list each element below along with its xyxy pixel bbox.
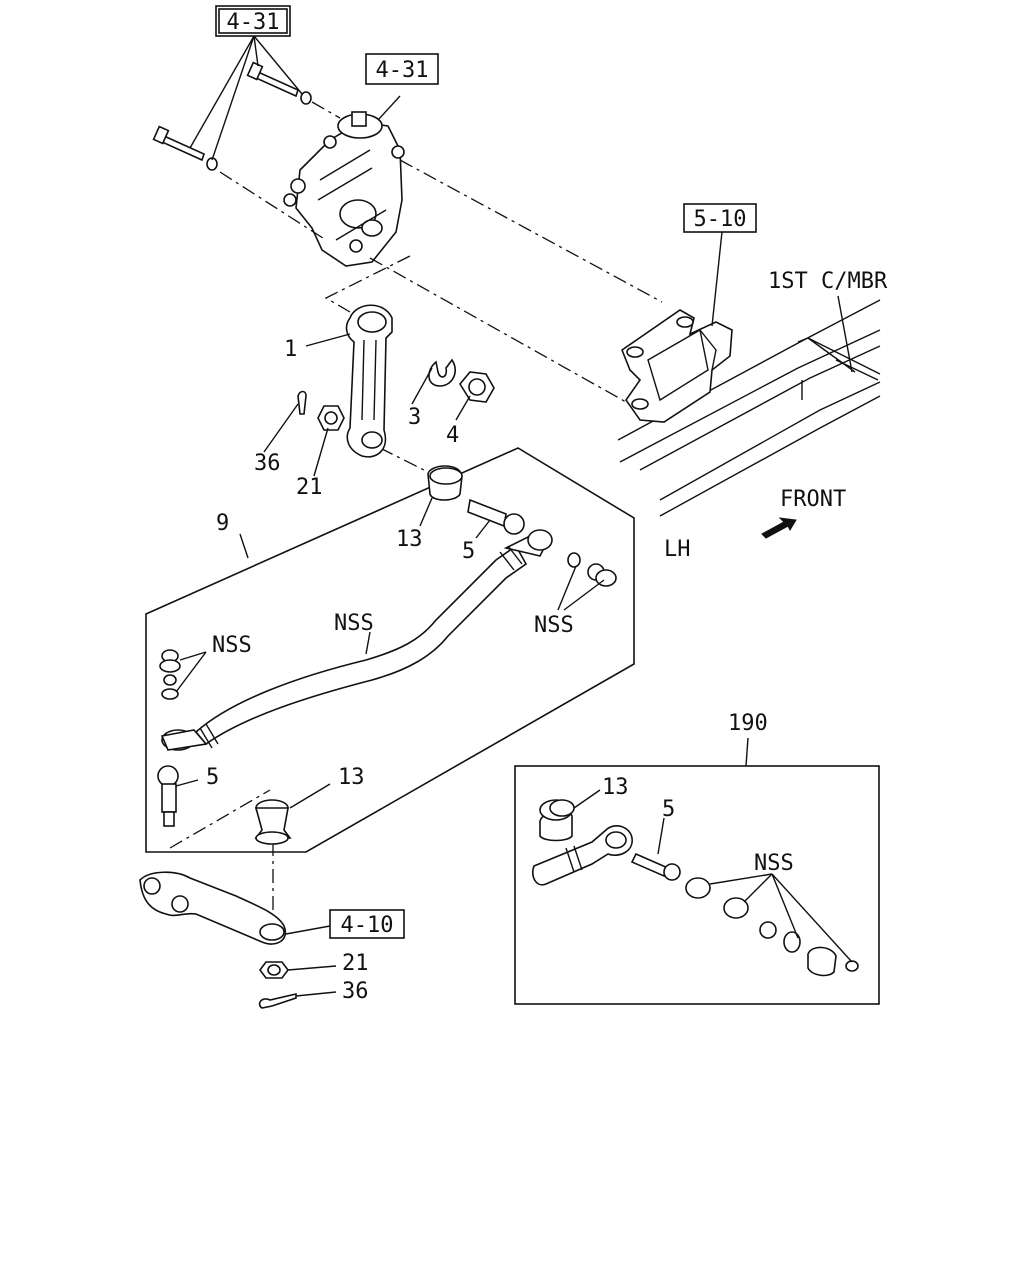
gear-mounting-bracket	[621, 309, 733, 423]
nss-label-right: NSS	[534, 613, 574, 638]
leader-lines	[175, 95, 853, 997]
assembly-lines	[169, 101, 663, 924]
knuckle-arm	[139, 871, 287, 945]
knuckle-arm-hardware	[258, 961, 297, 1009]
part-number-13-top: 13	[396, 527, 423, 552]
assembly-190-parts	[531, 799, 859, 977]
part-number-5-inset: 5	[662, 797, 675, 822]
part-number-5-bottom: 5	[206, 765, 219, 790]
gear-mounting-bolts	[152, 61, 312, 171]
pitman-hardware	[297, 358, 495, 431]
assembly-190-leaders	[573, 789, 853, 963]
ref-box-4-31-top[interactable]: 4-31	[215, 5, 291, 37]
lh-label: LH	[664, 537, 691, 562]
first-crossmember-label: 1ST C/MBR	[768, 269, 888, 294]
drag-link-group-outline	[145, 447, 635, 853]
part-number-36-top: 36	[254, 451, 281, 476]
svg-text:4-31: 4-31	[376, 58, 429, 83]
ref-box-4-10[interactable]: 4-10	[329, 909, 405, 939]
part-number-5-top: 5	[462, 539, 475, 564]
svg-text:4-10: 4-10	[341, 913, 394, 938]
nss-label-left: NSS	[212, 633, 252, 658]
front-label: FRONT	[780, 487, 846, 512]
part-number-3: 3	[408, 405, 421, 430]
part-number-21-bottom: 21	[342, 951, 369, 976]
part-number-13-inset: 13	[602, 775, 629, 800]
ref-box-4-31-gear[interactable]: 4-31	[365, 53, 439, 85]
part-number-13-bottom: 13	[338, 765, 365, 790]
nss-label-rod: NSS	[334, 611, 374, 636]
steering-gear-box	[283, 111, 405, 267]
part-number-36-bottom: 36	[342, 979, 369, 1004]
pitman-arm	[345, 304, 393, 458]
part-number-21-top: 21	[296, 475, 323, 500]
drag-link-lower-parts	[157, 765, 292, 845]
nss-label-inset: NSS	[754, 851, 794, 876]
front-arrow-icon	[761, 517, 797, 539]
drag-link-rod	[160, 529, 553, 751]
part-number-9: 9	[216, 511, 229, 536]
part-number-190: 190	[728, 711, 768, 736]
assembly-190-inset-box	[514, 765, 880, 1005]
assembly-190-leader	[745, 737, 749, 767]
drag-link-upper-parts	[427, 465, 617, 587]
ref-box-5-10[interactable]: 5-10	[683, 203, 757, 233]
svg-text:4-31: 4-31	[227, 10, 280, 35]
drag-link-nss-left	[159, 649, 181, 700]
svg-text:5-10: 5-10	[694, 207, 747, 232]
part-number-4: 4	[446, 423, 459, 448]
part-number-1: 1	[284, 337, 297, 362]
frame-crossmember	[617, 299, 881, 517]
ref-4-31-leaders	[189, 35, 303, 161]
